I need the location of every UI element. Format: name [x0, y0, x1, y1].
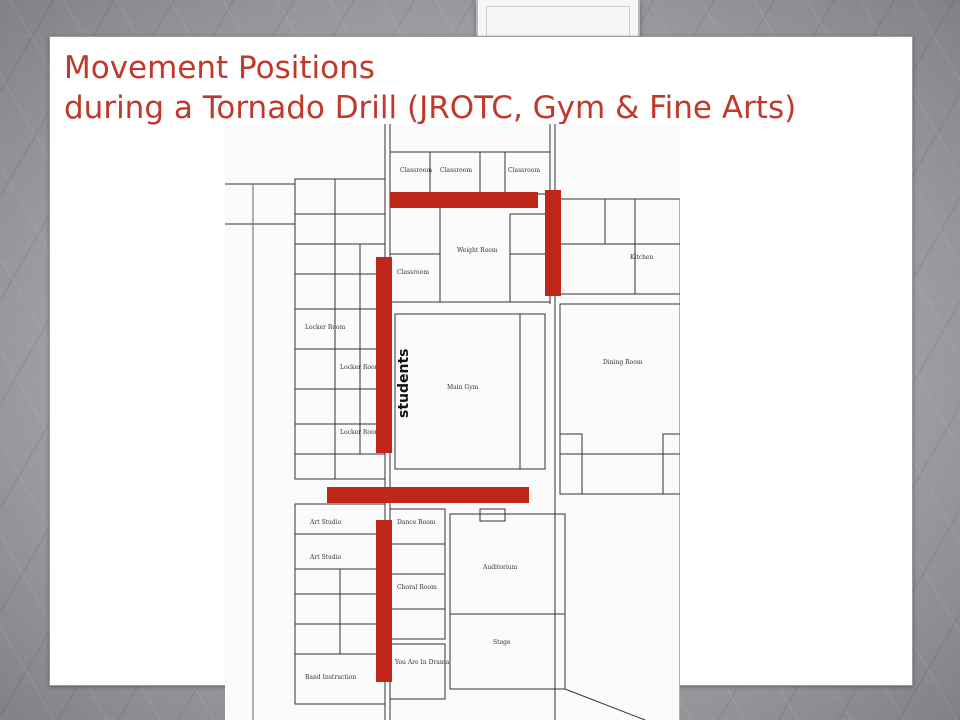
route-bar-jrotc	[390, 192, 538, 208]
room-label-classroom: Classroom	[400, 167, 432, 174]
route-bar-cafeteria-top	[545, 190, 561, 296]
route-label-jrotc: JROTC	[424, 191, 471, 206]
room-label-classroom-2: Classroom	[440, 167, 472, 174]
room-label-art-studio: Art Studio	[309, 519, 342, 526]
room-label-art-studio-2: Art Studio	[309, 554, 342, 561]
room-label-classroom-4: Classroom	[397, 269, 429, 276]
floor-plan-drawing: Classroom Classroom Classroom Weight Roo…	[225, 124, 680, 720]
room-label-stage: Stage	[493, 639, 511, 646]
room-label-locker-room: Locker Room	[305, 324, 346, 331]
room-label-kitchen: Kitchen	[630, 254, 654, 261]
route-label-cafeteria-middle: Cafeteria	[364, 487, 436, 502]
slide-title: Movement Positions during a Tornado Dril…	[64, 48, 914, 128]
room-label-band: Band Instruction	[305, 674, 356, 681]
room-label-dance-room: Dance Room	[397, 519, 436, 526]
room-label-choral-room: Choral Room	[397, 584, 437, 591]
room-label-you-are-here: You Are In Drama	[394, 659, 450, 666]
title-line-1: Movement Positions	[64, 50, 375, 86]
room-label-locker-room-3: Locker Room	[340, 429, 381, 436]
room-label-main-gym: Main Gym	[447, 384, 479, 391]
room-label-weight-room: Weight Room	[457, 247, 498, 254]
floor-plan-map: Classroom Classroom Classroom Weight Roo…	[225, 124, 680, 720]
route-bar-fine-arts	[376, 520, 392, 682]
room-label-classroom-3: Classroom	[508, 167, 540, 174]
route-label-cafeteria-top: Cafeteria	[546, 221, 561, 293]
room-label-locker-room-2: Locker Room	[340, 364, 381, 371]
route-label-gym: Gym	[377, 375, 392, 410]
route-bar-cafeteria-middle	[327, 487, 529, 503]
route-label-fine-arts: Fine Arts	[377, 566, 392, 637]
route-bar-gym	[376, 257, 392, 453]
students-label: students	[396, 348, 412, 418]
title-line-2: during a Tornado Drill (JROTC, Gym & Fin…	[64, 90, 797, 126]
room-label-auditorium: Auditorium	[482, 564, 518, 571]
room-label-dining-room: Dining Room	[603, 359, 643, 366]
